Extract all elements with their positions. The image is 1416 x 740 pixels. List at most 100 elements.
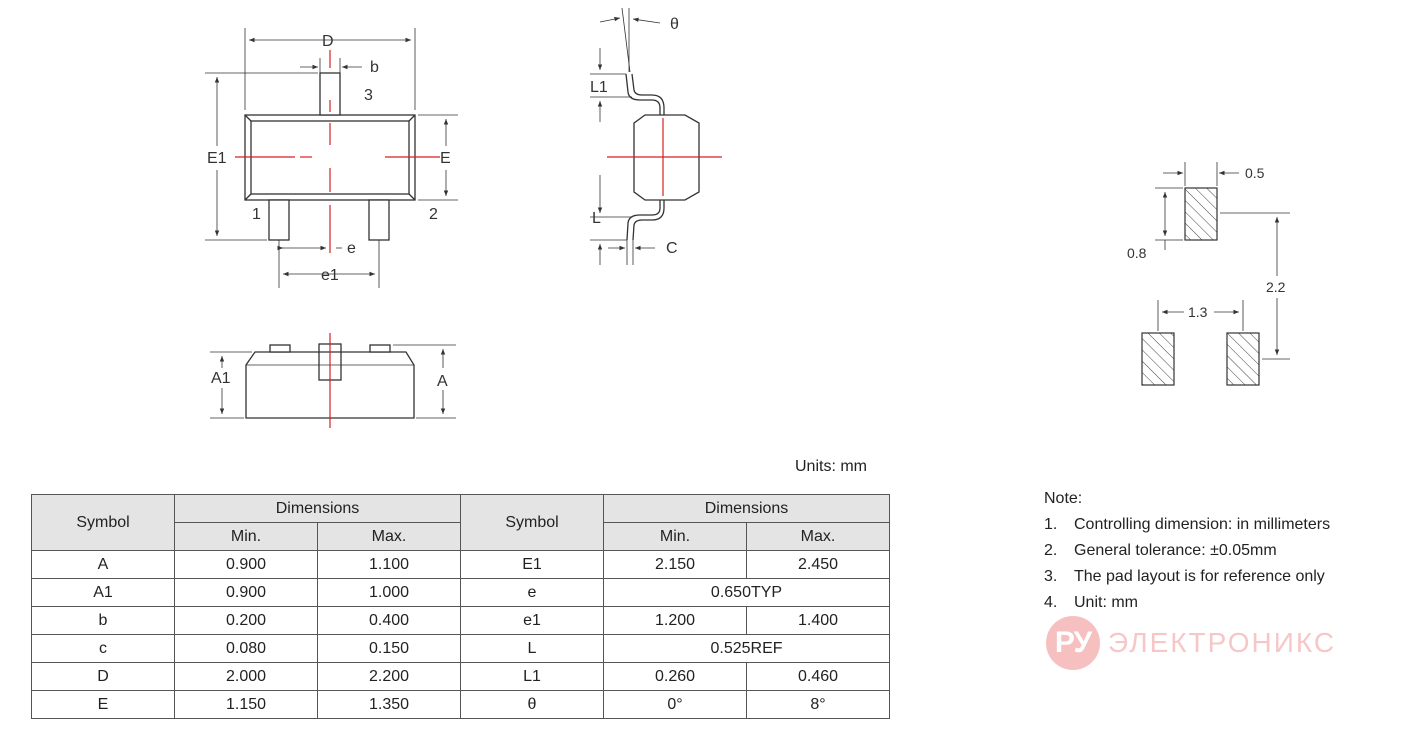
max-cell: 8° <box>746 690 890 719</box>
label-pad-height: 0.8 <box>1127 245 1147 261</box>
max-cell: 2.450 <box>746 550 890 579</box>
note-number: 1. <box>1044 516 1058 533</box>
notes-title: Note: <box>1044 490 1083 507</box>
symbol-cell: c <box>31 634 175 663</box>
label-e1: e1 <box>321 267 339 284</box>
label-pad-pitch-horizontal: 1.3 <box>1188 304 1208 320</box>
max-cell: 0.150 <box>317 634 461 663</box>
label-e: e <box>347 240 356 257</box>
symbol-cell: L1 <box>460 662 604 691</box>
note-text: The pad layout is for reference only <box>1074 568 1325 585</box>
max-cell: 1.000 <box>317 578 461 607</box>
left-max-header: Max. <box>317 522 461 551</box>
table-row: E 1.150 1.350 θ 0° 8° <box>31 690 890 719</box>
left-symbol-header: Symbol <box>31 494 175 551</box>
note-text: Unit: mm <box>1074 594 1138 611</box>
symbol-cell: D <box>31 662 175 691</box>
label-pad-pitch-vertical: 2.2 <box>1266 279 1286 295</box>
pad-1 <box>1141 332 1175 386</box>
front-view-labels: A1 A <box>211 370 448 390</box>
max-cell: 1.400 <box>746 606 890 635</box>
note-number: 4. <box>1044 594 1058 611</box>
side-view-centerline <box>607 118 722 196</box>
min-cell: 0.260 <box>603 662 747 691</box>
label-E: E <box>440 150 451 167</box>
min-cell: 2.000 <box>174 662 318 691</box>
symbol-cell: b <box>31 606 175 635</box>
top-view-labels: D b 3 E1 E 1 2 e e1 <box>207 33 451 284</box>
max-cell: 2.200 <box>317 662 461 691</box>
pad-2 <box>1226 332 1260 386</box>
right-symbol-header: Symbol <box>460 494 604 551</box>
value-cell: 0.650TYP <box>603 578 890 607</box>
table-row: b 0.200 0.400 e1 1.200 1.400 <box>31 606 890 635</box>
note-text: General tolerance: ±0.05mm <box>1074 542 1277 559</box>
label-theta: θ <box>670 16 679 33</box>
min-cell: 1.200 <box>603 606 747 635</box>
min-cell: 0.900 <box>174 578 318 607</box>
label-pin3: 3 <box>364 87 373 104</box>
units-label: Units: mm <box>795 458 867 475</box>
note-text: Controlling dimension: in millimeters <box>1074 516 1331 533</box>
watermark-badge: РУ <box>1046 616 1100 670</box>
max-cell: 1.350 <box>317 690 461 719</box>
note-item: 2. General tolerance: ±0.05mm <box>1044 542 1330 568</box>
notes-list: 1.Controlling dimension: in millimeters … <box>1044 516 1330 620</box>
right-max-header: Max. <box>746 522 890 551</box>
label-L: L <box>592 210 601 227</box>
label-A: A <box>437 373 448 390</box>
symbol-cell: L <box>460 634 604 663</box>
notes: Note: 1. Controlling dimension: in millim… <box>1044 490 1330 620</box>
table-row: A1 0.900 1.000 e 0.650TYP <box>31 578 890 607</box>
table-row: c 0.080 0.150 L 0.525REF <box>31 634 890 663</box>
top-view-centerlines <box>235 50 440 253</box>
min-cell: 0.080 <box>174 634 318 663</box>
side-view <box>590 7 700 265</box>
label-E1: E1 <box>207 150 227 167</box>
label-pad-width: 0.5 <box>1245 165 1265 181</box>
side-view-labels: θ L1 L C <box>590 16 679 257</box>
min-cell: 0.900 <box>174 550 318 579</box>
note-number: 3. <box>1044 568 1058 585</box>
note-item: 4. Unit: mm <box>1044 594 1330 620</box>
left-dimensions-header: Dimensions <box>174 494 461 523</box>
label-pin1: 1 <box>252 206 261 223</box>
label-D: D <box>322 33 334 50</box>
max-cell: 0.460 <box>746 662 890 691</box>
table-row: D 2.000 2.200 L1 0.260 0.460 <box>31 662 890 691</box>
right-min-header: Min. <box>603 522 747 551</box>
note-item: 3. The pad layout is for reference only <box>1044 568 1330 594</box>
right-dimensions-header: Dimensions <box>603 494 890 523</box>
min-cell: 2.150 <box>603 550 747 579</box>
max-cell: 1.100 <box>317 550 461 579</box>
front-view <box>210 343 456 419</box>
symbol-cell: e1 <box>460 606 604 635</box>
label-C: C <box>666 240 678 257</box>
symbol-cell: e <box>460 578 604 607</box>
label-A1: A1 <box>211 370 231 387</box>
max-cell: 0.400 <box>317 606 461 635</box>
symbol-cell: θ <box>460 690 604 719</box>
min-cell: 1.150 <box>174 690 318 719</box>
table-row: A 0.900 1.100 E1 2.150 2.450 <box>31 550 890 579</box>
dimensions-table: Symbol Dimensions Symbol Dimensions Min.… <box>31 494 890 719</box>
watermark-word: ЭЛЕКТРОНИКС <box>1108 627 1337 658</box>
left-min-header: Min. <box>174 522 318 551</box>
symbol-cell: E1 <box>460 550 604 579</box>
symbol-cell: A <box>31 550 175 579</box>
note-item: 1. Controlling dimension: in millimeters <box>1044 516 1330 542</box>
min-cell: 0.200 <box>174 606 318 635</box>
value-cell: 0.525REF <box>603 634 890 663</box>
note-number: 2. <box>1044 542 1058 559</box>
pad-layout-labels: 0.5 0.8 2.2 1.3 <box>1127 165 1286 320</box>
watermark-logo: РУ ЭЛЕКТРОНИКС <box>1046 616 1336 670</box>
top-view <box>205 28 458 288</box>
pad-layout <box>1141 162 1290 386</box>
symbol-cell: A1 <box>31 578 175 607</box>
label-pin2: 2 <box>429 206 438 223</box>
pad-3 <box>1184 187 1218 241</box>
label-L1: L1 <box>590 79 608 96</box>
label-b: b <box>370 59 379 76</box>
min-cell: 0° <box>603 690 747 719</box>
